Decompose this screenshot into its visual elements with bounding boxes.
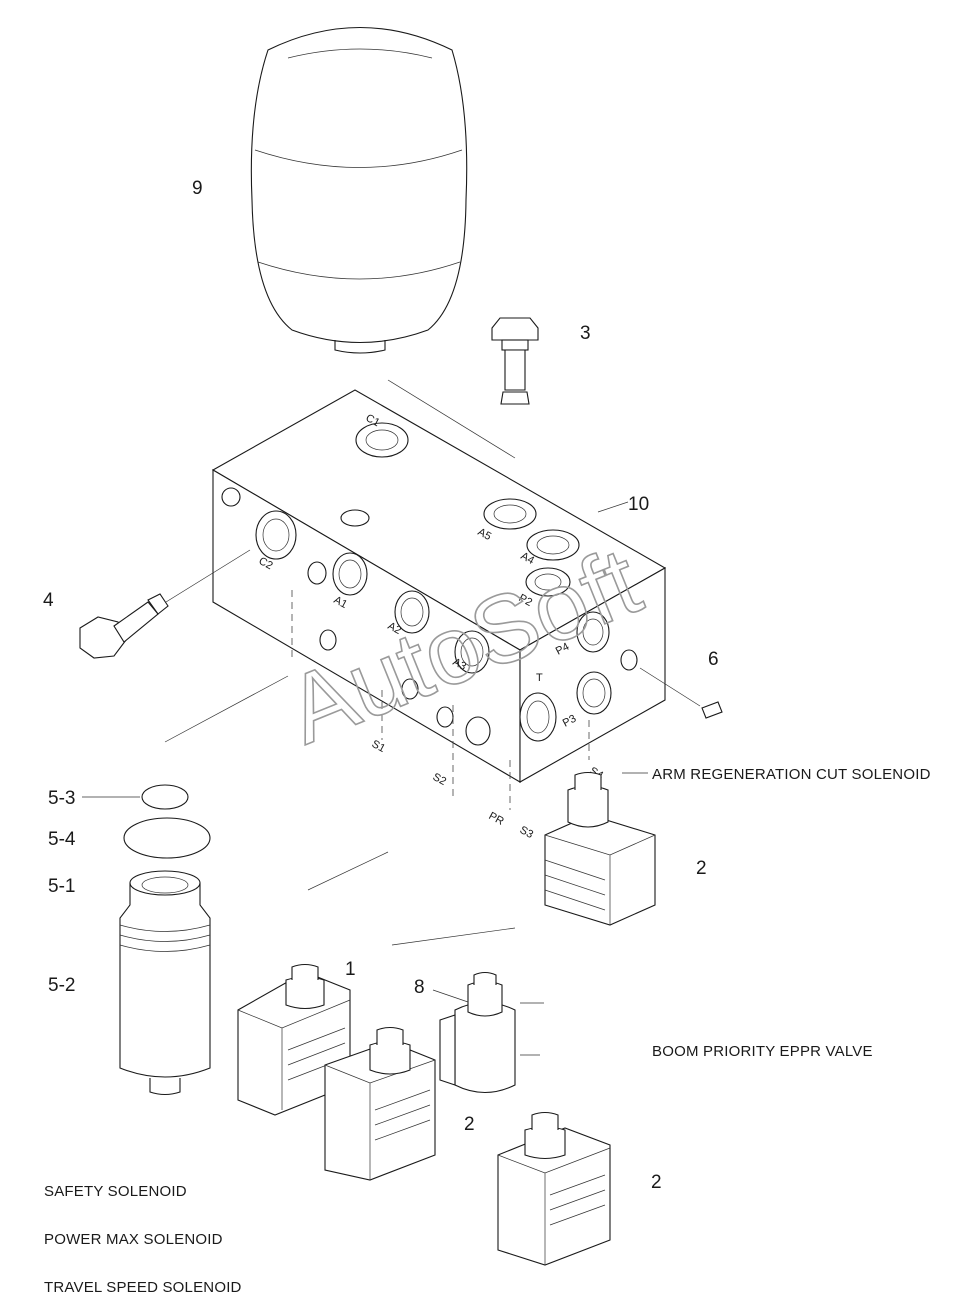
port-t-label: T <box>536 672 543 684</box>
plug-part-4 <box>79 593 169 659</box>
part-number-2-bottom: 2 <box>651 1172 662 1193</box>
port-labels: C1 C2 A1 A2 A3 A4 A5 P2 P3 P4 T S1 S2 S3… <box>257 412 606 841</box>
port-s3-label: S3 <box>518 824 536 841</box>
part-number-5-1: 5-1 <box>48 876 76 897</box>
part-number-9: 9 <box>192 178 203 199</box>
plug-part-6 <box>701 701 723 719</box>
part-number-5-2: 5-2 <box>48 975 76 996</box>
part-number-2-middle: 2 <box>464 1114 475 1135</box>
part-number-2-right: 2 <box>696 858 707 879</box>
filter-part-5 <box>119 784 211 1096</box>
port-a1-label: A1 <box>332 594 350 611</box>
part-number-8: 8 <box>414 977 425 998</box>
port-s2-label: S2 <box>431 771 449 788</box>
caption-travel-speed-solenoid: TRAVEL SPEED SOLENOID <box>44 1279 242 1296</box>
port-a5-label: A5 <box>476 526 494 543</box>
solenoid-part-2-bottom <box>497 1111 611 1266</box>
port-p4-label: P4 <box>554 641 572 658</box>
part-number-5-4: 5-4 <box>48 829 76 850</box>
port-s1-label: S1 <box>370 738 388 755</box>
port-p2-label: P2 <box>517 592 535 609</box>
solenoid-part-1 <box>237 963 351 1116</box>
accumulator-part-9 <box>250 27 468 354</box>
o-ring-5-3 <box>141 784 189 810</box>
port-pr-label: PR <box>487 810 506 828</box>
o-ring-5-4 <box>123 817 211 859</box>
caption-boom-priority: BOOM PRIORITY EPPR VALVE <box>652 1043 873 1060</box>
part-number-10: 10 <box>628 494 650 515</box>
valve-block-part-10 <box>211 389 667 783</box>
cartridge-5-1-5-2 <box>119 882 211 1078</box>
port-c2-label: C2 <box>257 555 275 572</box>
caption-arm-regeneration: ARM REGENERATION CUT SOLENOID <box>652 766 931 783</box>
part-number-5-3: 5-3 <box>48 788 76 809</box>
part-number-3: 3 <box>580 323 591 344</box>
part-number-4: 4 <box>43 590 54 611</box>
plug-part-3 <box>491 317 539 405</box>
port-a4-label: A4 <box>519 550 537 567</box>
port-a2-label: A2 <box>386 620 404 637</box>
caption-safety-solenoid: SAFETY SOLENOID <box>44 1183 187 1200</box>
solenoid-part-2-right <box>544 771 656 926</box>
part-number-1: 1 <box>345 959 356 980</box>
solenoid-part-2-middle <box>324 1026 436 1181</box>
part-number-6: 6 <box>708 649 719 670</box>
port-c1-label: C1 <box>364 412 382 429</box>
port-p3-label: P3 <box>561 713 579 730</box>
port-a3-label: A3 <box>451 656 469 673</box>
caption-power-max-solenoid: POWER MAX SOLENOID <box>44 1231 223 1248</box>
eppr-valve-part-8 <box>439 971 516 1093</box>
